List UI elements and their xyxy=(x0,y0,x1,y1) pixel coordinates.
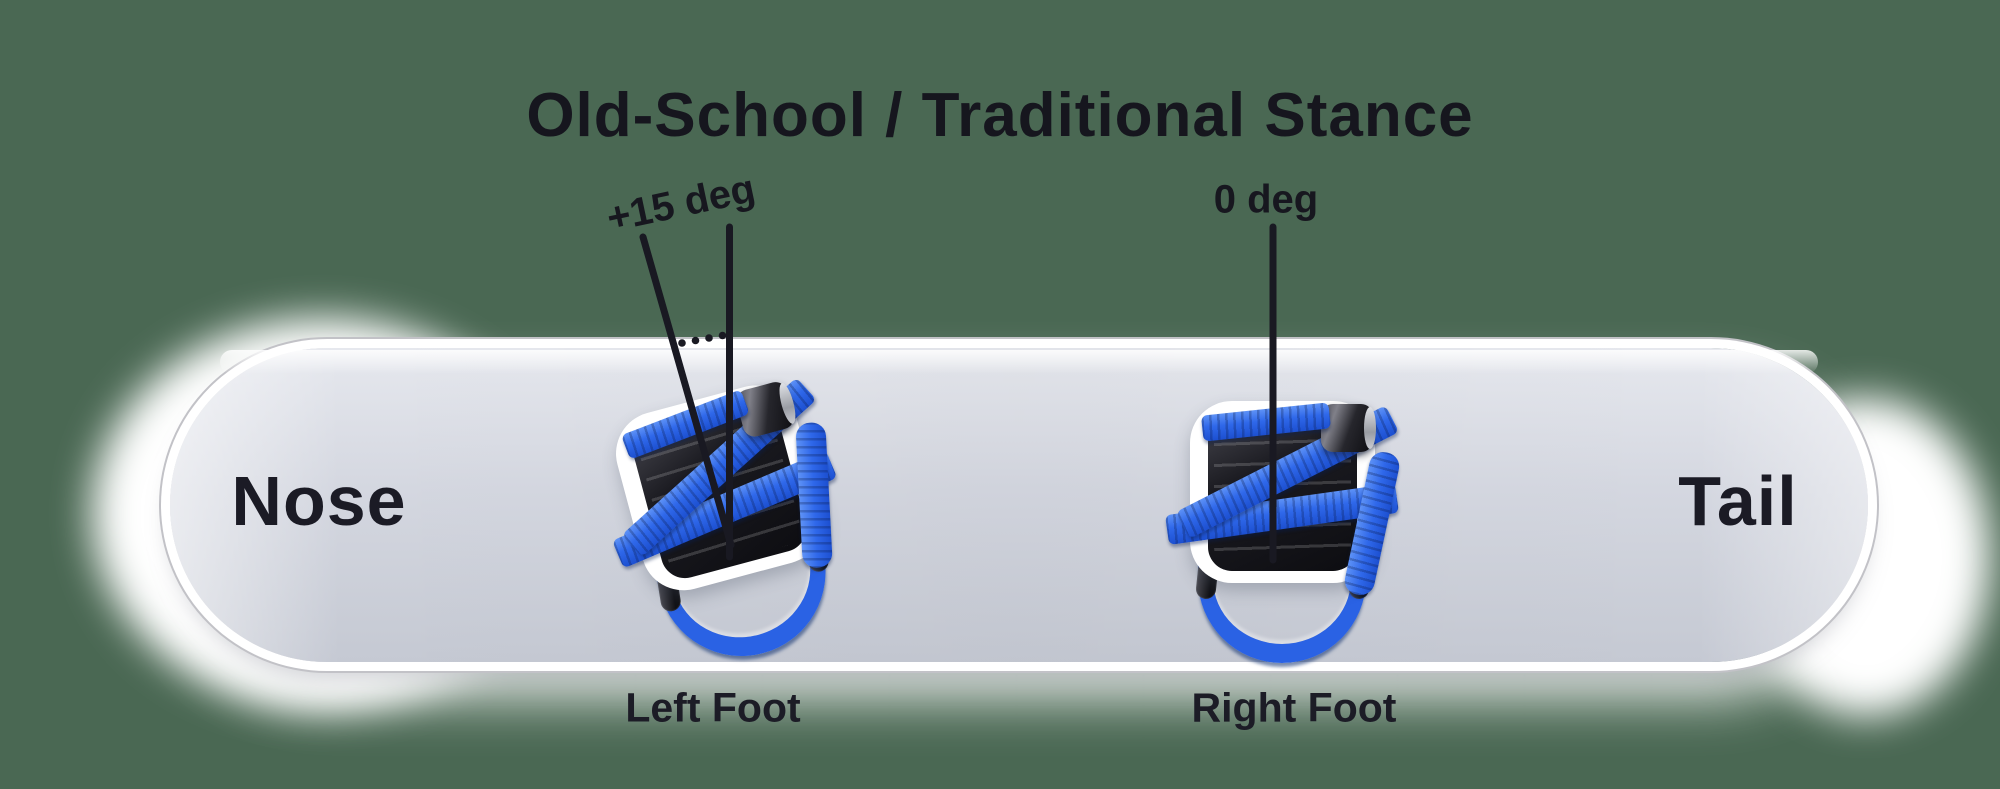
diagram-title: Old-School / Traditional Stance xyxy=(526,80,1474,150)
angle-arc-dot xyxy=(718,331,727,340)
tail-label: Tail xyxy=(1678,462,1798,540)
right-foot-label: Right Foot xyxy=(1191,684,1397,731)
angle-arc-dot xyxy=(678,339,686,347)
left-angle-label: +15 deg xyxy=(602,166,759,241)
snowboard: Nose Tail xyxy=(170,348,1868,662)
right-angle-label: 0 deg xyxy=(1213,177,1319,222)
right-foot-binding xyxy=(1165,401,1402,663)
left-foot-label: Left Foot xyxy=(625,684,801,731)
nose-label: Nose xyxy=(231,462,407,540)
angle-arc-dot xyxy=(691,336,700,345)
angle-arc-dot xyxy=(705,334,713,342)
binding-baseplate xyxy=(1165,401,1402,598)
